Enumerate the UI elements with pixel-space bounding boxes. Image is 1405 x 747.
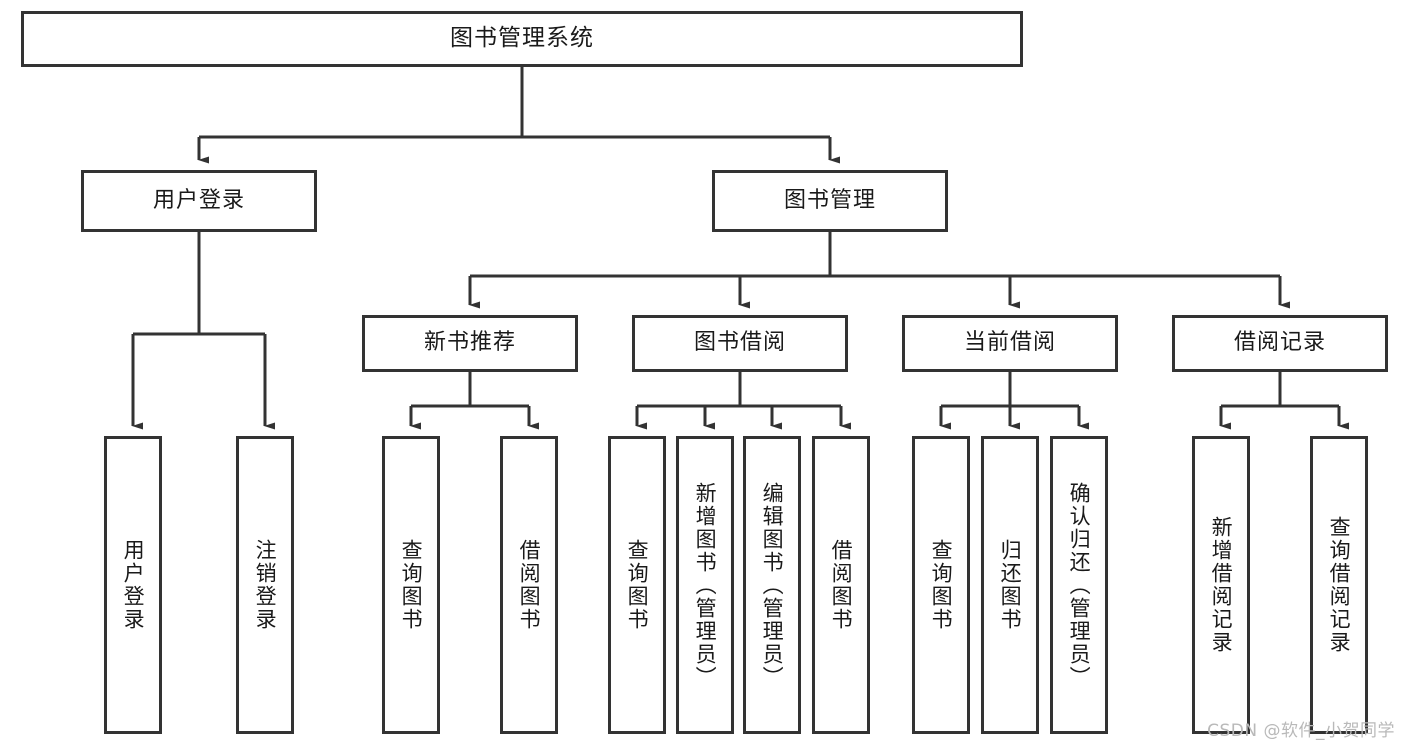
node-root-book-management-system[interactable]: 图书管理系统 <box>21 11 1023 67</box>
node-label: 当前借阅 <box>963 330 1056 356</box>
csdn-watermark: CSDN @软件_小贺同学 <box>1207 721 1395 741</box>
node-label: 查询图书 <box>929 539 954 631</box>
leaf-book-borrow-edit-admin[interactable]: 编辑图书（管理员） <box>743 436 801 734</box>
leaf-borrow-record-query[interactable]: 查询借阅记录 <box>1310 436 1368 734</box>
node-label: 查询图书 <box>625 539 650 631</box>
node-label: 注销登录 <box>253 539 278 631</box>
leaf-book-borrow-query[interactable]: 查询图书 <box>608 436 666 734</box>
node-label: 查询图书 <box>399 539 424 631</box>
node-current-borrow[interactable]: 当前借阅 <box>902 315 1118 372</box>
node-label: 新书推荐 <box>423 330 516 356</box>
node-book-borrow[interactable]: 图书借阅 <box>632 315 848 372</box>
node-label: 借阅记录 <box>1233 330 1326 356</box>
leaf-book-borrow-add-admin[interactable]: 新增图书（管理员） <box>676 436 734 734</box>
node-book-management[interactable]: 图书管理 <box>712 170 948 232</box>
node-label: 图书管理 <box>783 187 876 213</box>
node-label: 归还图书 <box>998 539 1023 631</box>
node-label: 确认归还（管理员） <box>1067 481 1092 689</box>
leaf-new-book-borrow[interactable]: 借阅图书 <box>500 436 558 734</box>
leaf-current-borrow-return[interactable]: 归还图书 <box>981 436 1039 734</box>
node-label: 用户登录 <box>121 539 146 631</box>
node-label: 编辑图书（管理员） <box>760 481 785 689</box>
node-new-book-recommend[interactable]: 新书推荐 <box>362 315 578 372</box>
leaf-current-borrow-confirm-return-admin[interactable]: 确认归还（管理员） <box>1050 436 1108 734</box>
node-label: 借阅图书 <box>829 539 854 631</box>
leaf-user-login-login[interactable]: 用户登录 <box>104 436 162 734</box>
node-label: 新增图书（管理员） <box>693 481 718 689</box>
node-label: 图书借阅 <box>693 330 786 356</box>
leaf-book-borrow-borrow[interactable]: 借阅图书 <box>812 436 870 734</box>
node-label: 图书管理系统 <box>450 25 594 52</box>
leaf-user-login-logout[interactable]: 注销登录 <box>236 436 294 734</box>
leaf-new-book-query[interactable]: 查询图书 <box>382 436 440 734</box>
leaf-borrow-record-add[interactable]: 新增借阅记录 <box>1192 436 1250 734</box>
node-label: 借阅图书 <box>517 539 542 631</box>
node-label: 新增借阅记录 <box>1209 516 1234 654</box>
node-label: 用户登录 <box>152 187 245 213</box>
node-label: 查询借阅记录 <box>1327 516 1352 654</box>
node-borrow-record[interactable]: 借阅记录 <box>1172 315 1388 372</box>
node-user-login[interactable]: 用户登录 <box>81 170 317 232</box>
leaf-current-borrow-query[interactable]: 查询图书 <box>912 436 970 734</box>
